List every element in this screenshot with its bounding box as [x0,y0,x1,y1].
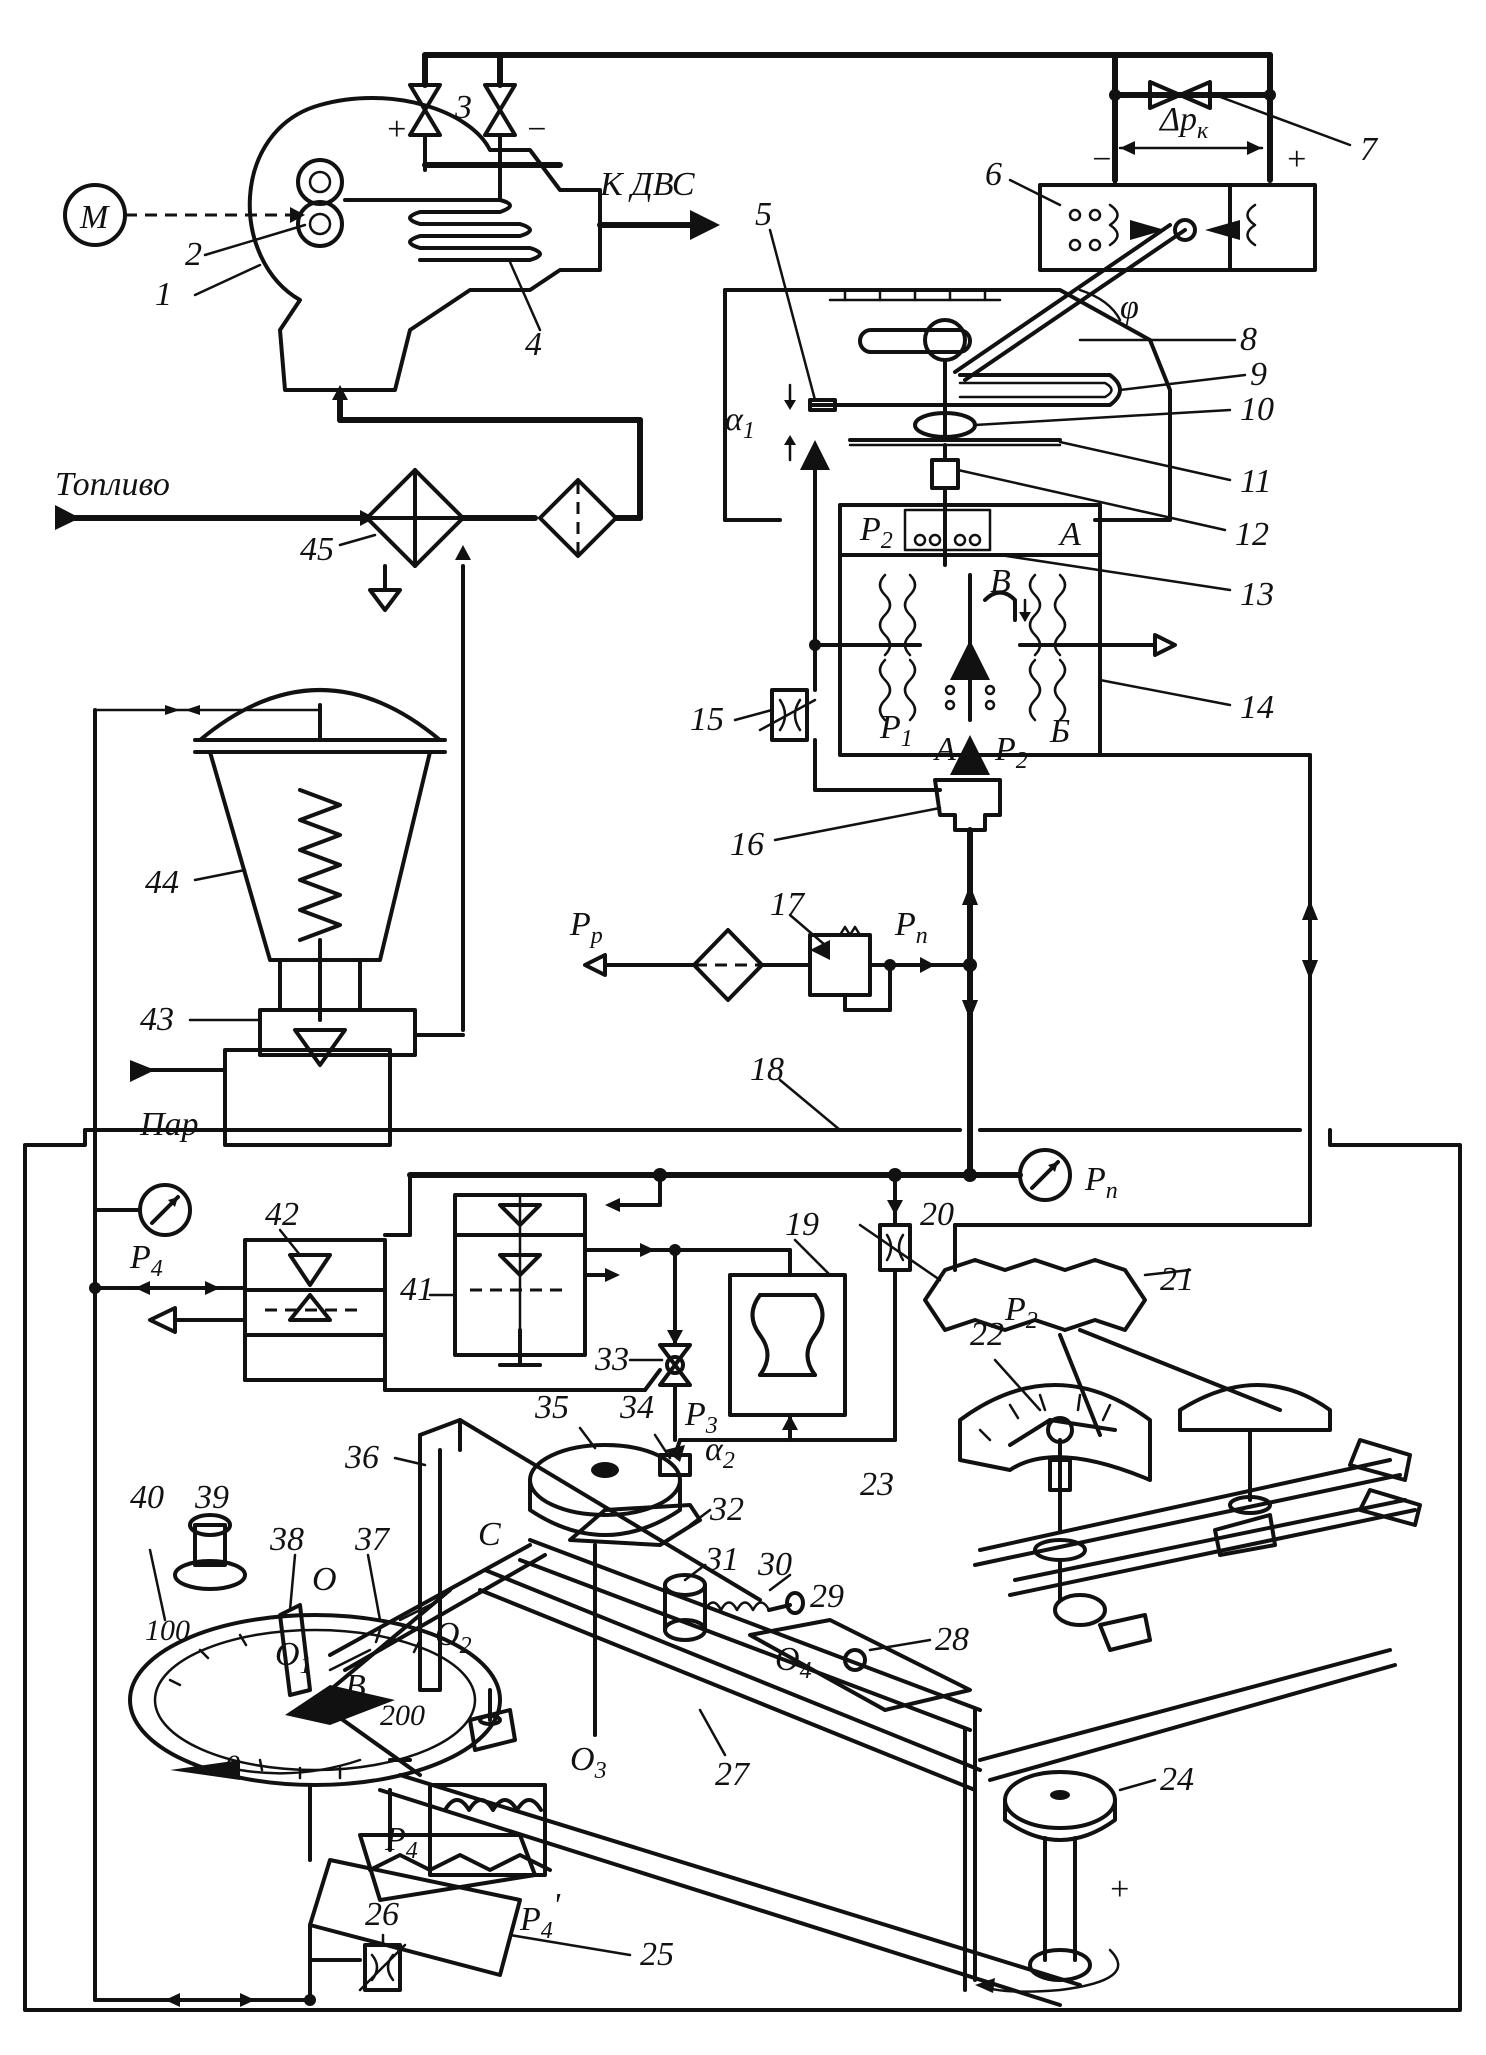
chamber-Б-label: Б [1049,713,1070,750]
plus-bottom-label: + [1108,1871,1131,1908]
p2-chamber-label: P2 [859,511,893,554]
distribution-lines: Pп P2 [383,1148,1312,1462]
callout-3: 3 [454,89,472,126]
callout-34: 34 [619,1389,654,1426]
pump-unit: M К ДВС [63,96,720,392]
callout-23: 23 [860,1466,894,1503]
pn-top-label: Pп [894,906,928,949]
point-C-label: C [478,1516,501,1553]
point-B-label: B [345,1668,366,1705]
callout-20: 20 [920,1196,954,1233]
callout-35: 35 [534,1389,569,1426]
rp-label: Pр [569,906,603,949]
alpha2-label: α2 [705,1431,735,1474]
mechanism: + [93,1383,1422,2007]
p2-bellows21-label: P2 [1004,1291,1038,1334]
callout-14: 14 [1240,689,1274,726]
motor-label: M [79,199,110,236]
scale-200-label: 200 [380,1699,425,1732]
frame-18 [23,1128,1462,2012]
callout-18: 18 [750,1051,784,1088]
callout-5: 5 [755,196,772,233]
valves-3-7: + − Δpк − + [385,52,1308,202]
callout-42: 42 [265,1196,299,1233]
minus-valve6-label: − [1090,141,1113,178]
p4-line-label: P4 [129,1239,163,1282]
callout-26: 26 [365,1896,399,1933]
callout-1: 1 [155,276,172,313]
delta-pk-label: Δpк [1158,101,1209,144]
relay-13-14: P2 A B P1 A P2 Б [758,486,1318,1227]
point-O1-label: O1 [275,1636,312,1679]
callout-21: 21 [1160,1261,1194,1298]
p4-bellows-label: P4 [384,1821,418,1864]
callout-15: 15 [690,701,724,738]
callout-39: 39 [194,1479,229,1516]
reducer-17: Pр Pп [569,906,977,1012]
callout-40: 40 [130,1479,164,1516]
fuel-line: Топливо [55,385,643,1032]
p1-chamber-label: P1 [879,709,913,752]
plus-valve6-label: + [1285,141,1308,178]
callout-10: 10 [1240,391,1274,428]
callout-36: 36 [344,1439,379,1476]
callout-12: 12 [1235,516,1269,553]
differential-valve-6: φ [953,178,1317,382]
callout-22: 22 [970,1316,1004,1353]
plus-left-label: + [385,111,408,148]
callout-41: 41 [400,1271,434,1308]
callout-17: 17 [770,886,806,923]
callout-8: 8 [1240,321,1257,358]
steam-label: Пар [139,1106,199,1143]
callout-13: 13 [1240,576,1274,613]
fuel-label: Топливо [55,466,170,503]
chamber-A-bottom-label: A [933,731,956,768]
callout-24: 24 [1160,1761,1194,1798]
callouts: 1 2 3 4 5 6 7 8 9 10 11 12 13 14 15 16 1… [130,89,1379,1973]
alpha1-label: α1 [725,401,755,444]
pn-gauge-label: Pп [1084,1161,1118,1204]
callout-11: 11 [1240,463,1271,500]
p4-prime-label: P4' [519,1887,561,1944]
callout-4: 4 [525,326,542,363]
relays-41-42: P4 P3 [89,1183,847,1442]
control-block: α1 [723,288,1172,642]
callout-28: 28 [935,1621,969,1658]
callout-38: 38 [269,1521,304,1558]
callout-19: 19 [785,1206,819,1243]
phi-label: φ [1120,289,1139,326]
callout-44: 44 [145,864,179,901]
callout-30: 30 [757,1546,792,1583]
callout-43: 43 [140,1001,174,1038]
scale-100-label: 100 [145,1614,190,1647]
p2-lower-label: P2 [994,731,1028,774]
minus-left-label: − [525,111,548,148]
callout-31: 31 [704,1541,739,1578]
callout-33: 33 [594,1341,629,1378]
chamber-B-label: B [990,563,1011,600]
callout-16: 16 [730,826,764,863]
callout-45: 45 [300,531,334,568]
callout-25: 25 [640,1936,674,1973]
callout-6: 6 [985,156,1002,193]
point-O3-label: O3 [570,1741,607,1784]
callout-9: 9 [1250,356,1267,393]
callout-37: 37 [354,1521,391,1558]
callout-29: 29 [810,1578,844,1615]
steam-regulator-43-44: Пар [93,688,465,2002]
callout-32: 32 [709,1491,744,1528]
point-O2-label: O2 [435,1616,472,1659]
p3-label: P3 [684,1396,718,1439]
engine-outlet-label: К ДВС [599,166,695,203]
point-O4-label: O4 [775,1641,812,1684]
chamber-A-top-label: A [1058,516,1081,553]
callout-2: 2 [185,236,202,273]
point-O-label: O [312,1561,337,1598]
callout-27: 27 [715,1756,751,1793]
callout-7: 7 [1360,131,1379,168]
